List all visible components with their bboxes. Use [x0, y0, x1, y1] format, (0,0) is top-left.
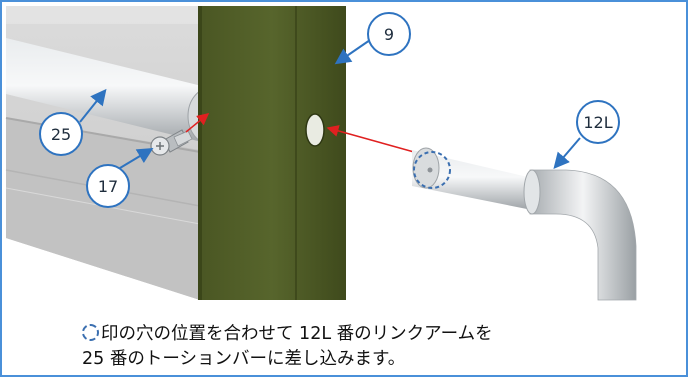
callout-17: 17	[86, 164, 130, 208]
insert-arrow-post	[326, 125, 415, 153]
post-mounting-hole	[305, 113, 325, 147]
bolt-17	[150, 129, 193, 156]
link-arm-12l	[412, 147, 637, 301]
callout-12l-label: 12L	[583, 113, 612, 132]
leader-17	[119, 147, 154, 169]
callout-17-label: 17	[98, 177, 118, 196]
dashed-circle-icon	[82, 324, 99, 341]
caption-line-1: 印の穴の位置を合わせて 12L 番のリンクアームを	[82, 322, 682, 347]
leader-9	[334, 39, 371, 65]
callout-25-label: 25	[51, 125, 71, 144]
callout-12l: 12L	[576, 100, 620, 144]
caption-line-2: 25 番のトーションバーに差し込みます。	[82, 349, 406, 369]
caption-line-1-text: 印の穴の位置を合わせて 12L 番のリンクアームを	[101, 324, 493, 344]
callout-9: 9	[367, 12, 411, 56]
post-9	[198, 6, 346, 300]
leader-25	[79, 88, 107, 123]
callout-9-label: 9	[384, 25, 394, 44]
caption-backdrop	[70, 314, 684, 375]
insert-arrow-torsion-bar	[185, 113, 210, 133]
leader-12l	[553, 137, 581, 170]
instruction-caption: 印の穴の位置を合わせて 12L 番のリンクアームを 25 番のトーションバーに差…	[82, 322, 682, 372]
callout-25: 25	[39, 112, 83, 156]
hole-marker-link-arm	[413, 151, 451, 189]
